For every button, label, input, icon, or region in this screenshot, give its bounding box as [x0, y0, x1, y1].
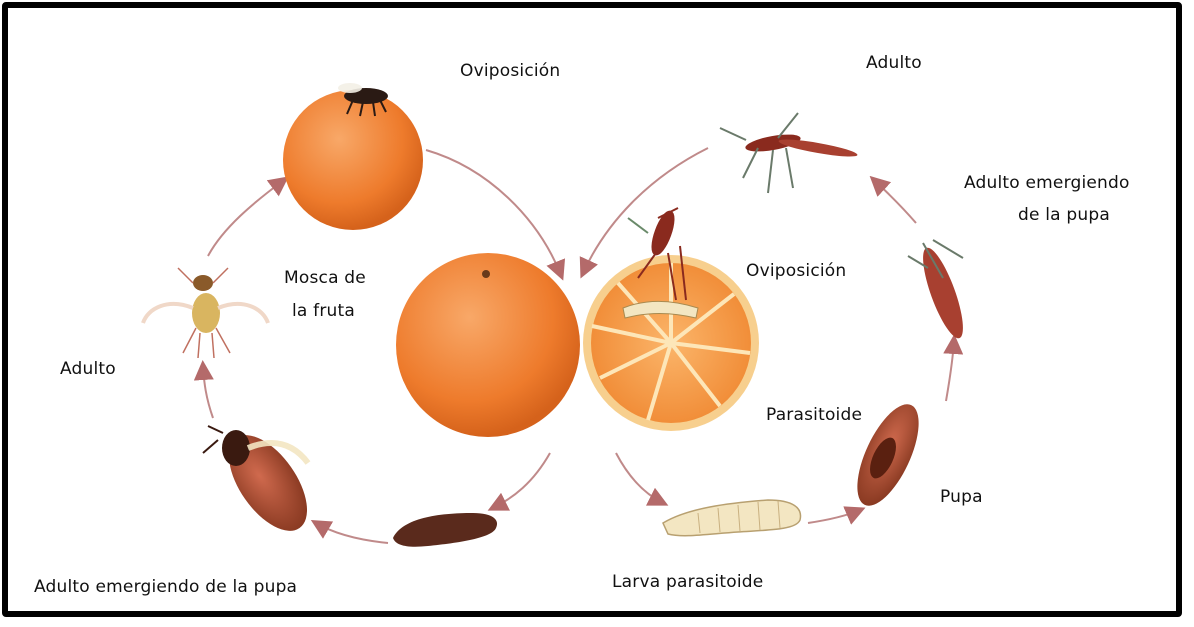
adult-wasp-icon [720, 113, 858, 193]
label-adulto-emergiendo-bottom: Adulto emergiendo de la pupa [34, 574, 297, 600]
label-adulto-left: Adulto [60, 356, 116, 382]
label-larva-parasitoide: Larva parasitoide [612, 569, 763, 595]
label-adulto-emergiendo-right-2: de la pupa [1018, 202, 1110, 228]
parasitoid-larva-icon [663, 500, 801, 536]
diagram-frame: Oviposición Adulto Adulto emergiendo de … [2, 2, 1182, 617]
cut-orange-icon [583, 255, 759, 431]
label-adulto-top: Adulto [866, 50, 922, 76]
label-oviposicion-top: Oviposición [460, 58, 560, 84]
fruitfly-larva-icon [393, 513, 497, 547]
fly-pupa-emerging-icon [203, 422, 322, 544]
whole-orange-icon [396, 253, 580, 437]
wasp-emerging-icon [908, 240, 971, 342]
label-mosca-1: Mosca de [284, 265, 366, 291]
orange-with-fly-icon [283, 83, 423, 230]
label-mosca-2: la fruta [292, 298, 355, 324]
adult-fruitfly-icon [143, 268, 268, 358]
life-cycle-diagram [8, 8, 1182, 617]
label-pupa: Pupa [940, 484, 983, 510]
label-adulto-emergiendo-right-1: Adulto emergiendo [964, 170, 1130, 196]
label-parasitoide: Parasitoide [766, 402, 862, 428]
label-oviposicion-mid: Oviposición [746, 258, 846, 284]
